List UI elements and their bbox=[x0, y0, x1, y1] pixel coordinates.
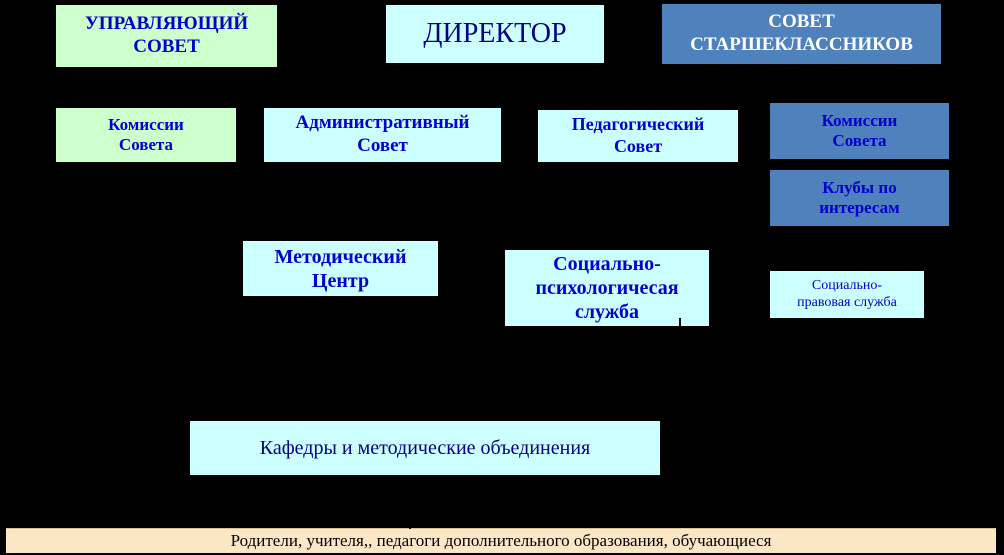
kafedry-box: Кафедры и методические объединения bbox=[190, 421, 660, 475]
socialno-psihologicheskaya-sluzhba-box: Социально- психологичесая служба bbox=[505, 250, 709, 326]
upravlyayushchiy-sovet-box: УПРАВЛЯЮЩИЙ СОВЕТ bbox=[56, 5, 277, 67]
komissii-soveta-right-box: Комиссии Совета bbox=[770, 103, 949, 159]
footer-bar: Родители, учителя,, педагоги дополнитель… bbox=[6, 528, 996, 553]
komissii-soveta-left-box: Комиссии Совета bbox=[56, 108, 236, 162]
socialno-pravovaya-sluzhba-box: Социально- правовая служба bbox=[770, 271, 924, 318]
direktor-box: ДИРЕКТОР bbox=[386, 5, 604, 63]
kluby-po-interesam-box: Клубы по интересам bbox=[770, 170, 949, 226]
sovet-starsheklassnikov-box: СОВЕТ СТАРШЕКЛАССНИКОВ bbox=[662, 4, 941, 64]
connector-tick bbox=[679, 318, 681, 328]
connector-tick bbox=[409, 521, 411, 529]
pedagogichesky-sovet-box: Педагогический Совет bbox=[538, 110, 738, 162]
metodichesky-centr-box: Методический Центр bbox=[243, 241, 438, 296]
administrativny-sovet-box: Административный Совет bbox=[264, 108, 501, 162]
